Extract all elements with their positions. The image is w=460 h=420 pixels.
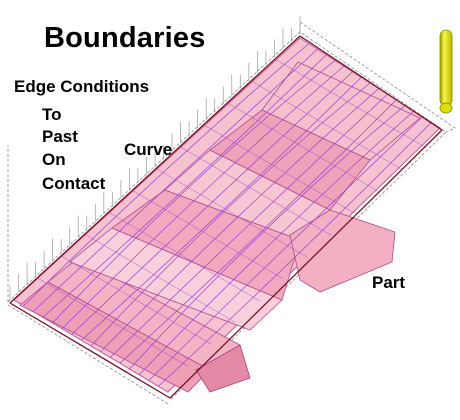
toolpath-line [61,256,212,345]
toolpath-line [148,116,423,381]
edge-conditions-heading: Edge Conditions [14,77,150,96]
toolpath-line [275,59,427,149]
toolpath-line [90,82,371,347]
ball-end-mill-icon [439,29,453,114]
toolpath-line [158,122,432,387]
toolpath-line [119,99,397,364]
part-front-wall [195,344,251,393]
curve-label: Curve [124,140,173,159]
boundary-curve [9,35,443,399]
toolpath-line [138,110,414,375]
part-step [289,209,396,293]
toolpath-line [180,146,332,236]
toolpath-line [37,277,189,367]
wireframe-ticks [9,16,301,300]
toolpath-line [228,103,379,192]
edge-condition-to: To [42,105,62,124]
toolpath-line [110,93,388,358]
toolpath-line [109,212,260,301]
part-label: Part [372,273,406,292]
title: Boundaries [44,22,206,54]
toolpath-line [81,77,362,341]
toolpath-lines [23,43,432,387]
toolpath-line [129,105,406,370]
toolpath-line [52,60,336,324]
toolpath-line [252,81,403,170]
toolpath-line [156,168,308,258]
toolpath-line [42,54,327,318]
toolpath-line [132,190,284,280]
edge-condition-contact: Contact [42,174,106,193]
toolpath-line [61,65,344,329]
toolpath-line [100,88,379,352]
toolpath-line [23,43,309,306]
edge-condition-on: On [42,150,66,169]
toolpath-line [85,234,236,323]
edge-condition-past: Past [42,127,78,146]
toolpath-line [204,125,355,214]
toolpath-line [71,71,353,335]
